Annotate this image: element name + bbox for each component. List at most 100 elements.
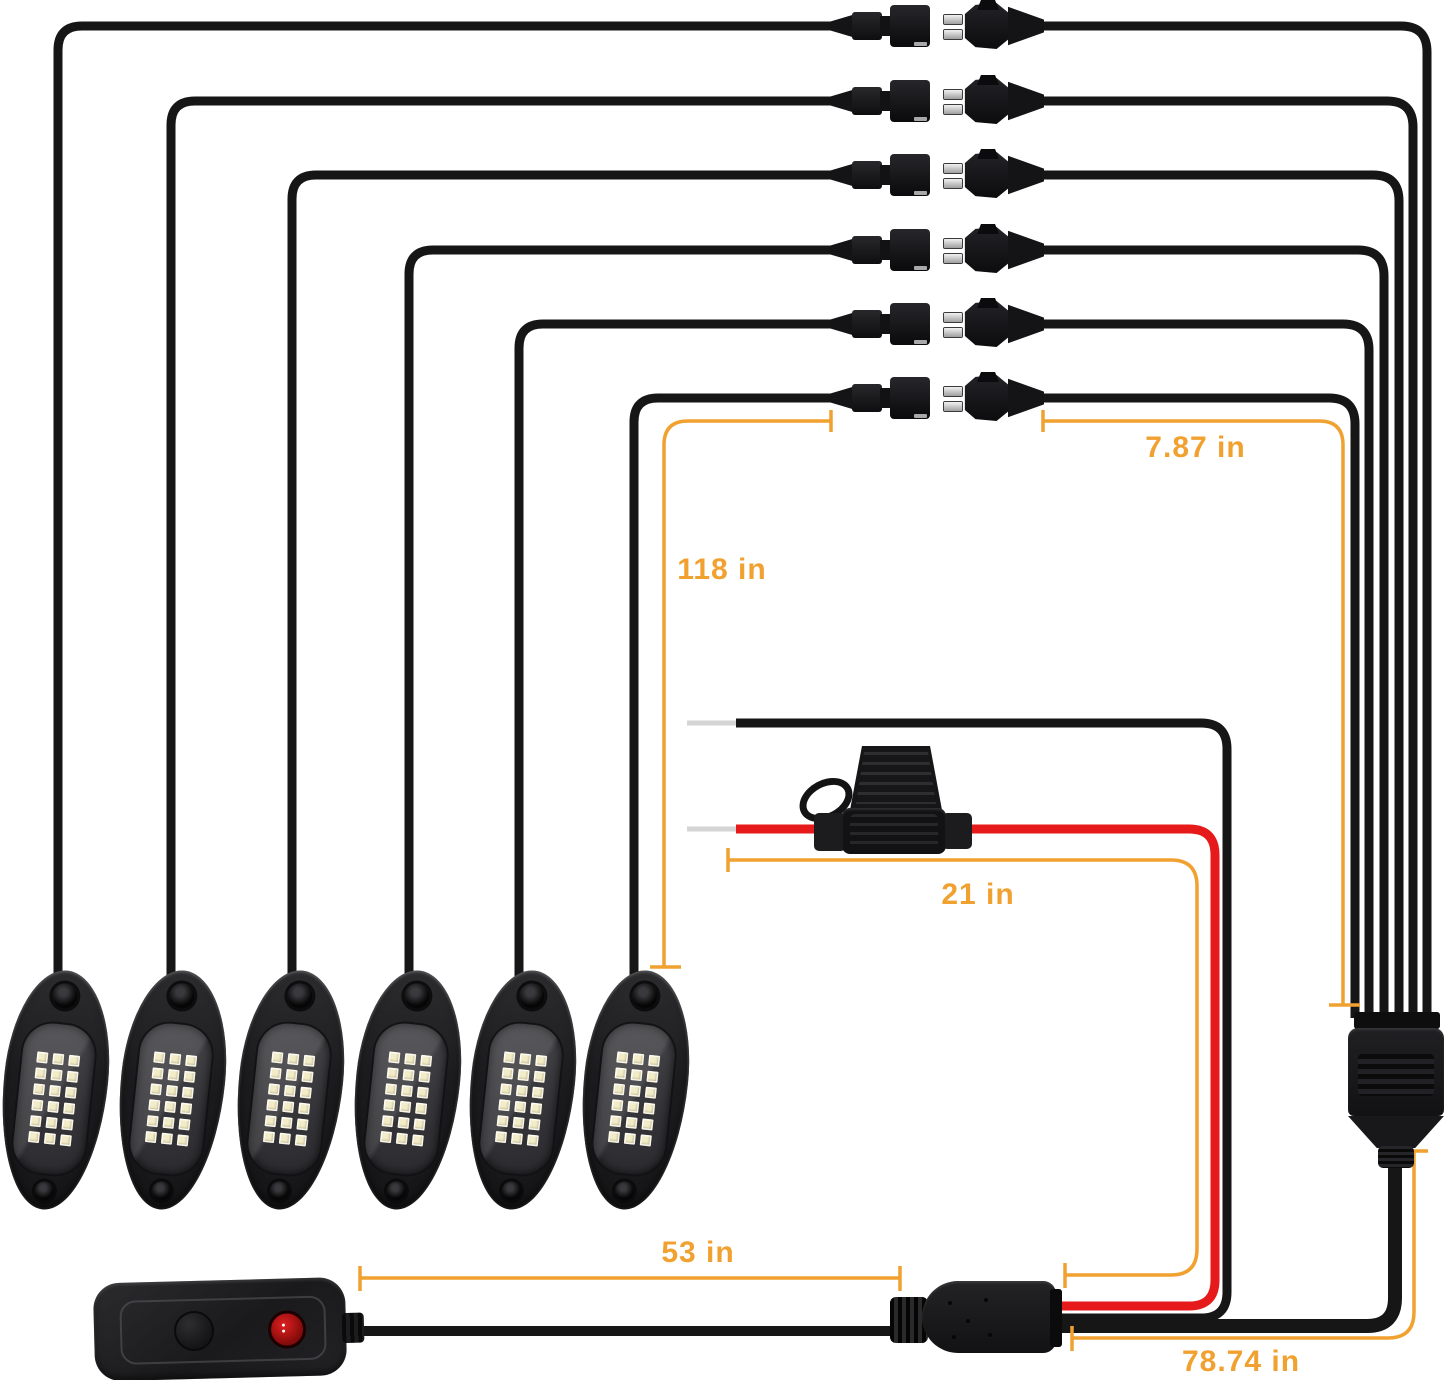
led-chip [413, 1118, 426, 1131]
female-connector-pin [944, 328, 962, 337]
led-chip [517, 1069, 530, 1082]
splitter-input-connector [1354, 1012, 1440, 1029]
male-connector-head [890, 80, 930, 122]
led-chip [641, 1118, 654, 1131]
female-connector-clip [977, 75, 999, 85]
light-wire-6 [629, 393, 832, 990]
led-chip [178, 1118, 191, 1131]
splitter-body-ribs [1358, 1054, 1434, 1096]
main-harness-cable [1058, 1148, 1402, 1333]
female-connector-boot [1008, 230, 1044, 270]
led-chip [68, 1054, 81, 1067]
male-connector-body [852, 12, 882, 40]
led-chip [165, 1084, 178, 1098]
led-chip [299, 1086, 312, 1099]
male-connector-neck [880, 91, 892, 111]
led-chip [397, 1116, 410, 1129]
female-connector-body [964, 78, 1010, 124]
dimension-label-switch-wire: 53 in [661, 1236, 735, 1269]
dimension-line [728, 858, 1199, 1277]
led-chip [27, 1131, 41, 1144]
led-chip [494, 1131, 508, 1144]
female-connector-body [964, 3, 1010, 49]
fuse-end-cap [942, 813, 972, 849]
led-chip [503, 1051, 516, 1064]
female-connector-clip [977, 224, 999, 234]
led-chip [648, 1054, 661, 1067]
led-chip [183, 1070, 196, 1083]
led-lens [127, 1020, 215, 1178]
male-connector-body [852, 161, 882, 189]
led-chip [528, 1118, 541, 1131]
mounting-hole [51, 982, 79, 1010]
led-chip [381, 1115, 394, 1128]
led-chip [416, 1086, 429, 1099]
mounting-hole [631, 982, 659, 1010]
male-connector-latch [914, 266, 927, 270]
fuse-body-ribs [850, 814, 938, 848]
female-connector-boot [1008, 6, 1044, 46]
female-connector-pin [944, 15, 962, 24]
led-chip [644, 1086, 657, 1099]
led-chip [501, 1067, 514, 1080]
led-chip [32, 1083, 46, 1096]
led-chip [162, 1116, 175, 1129]
dimension-label-power-wire: 21 in [941, 878, 1015, 911]
male-connector-boot [830, 386, 854, 410]
dimension-line [662, 419, 831, 966]
led-chip [146, 1115, 159, 1128]
led-chip [298, 1102, 311, 1115]
male-connector-body [852, 310, 882, 338]
led-chip [611, 1099, 624, 1112]
led-chip [294, 1134, 307, 1147]
mounting-hole [500, 1180, 522, 1202]
junction-strain-relief [890, 1297, 928, 1343]
led-chip [287, 1053, 300, 1066]
male-connector-neck [880, 240, 892, 260]
female-connector-pin [944, 164, 962, 173]
led-chip [66, 1070, 79, 1083]
led-chip [153, 1051, 166, 1064]
led-chip [627, 1100, 640, 1113]
female-connector-pin [944, 30, 962, 39]
led-chip [383, 1099, 396, 1112]
led-chip [61, 1118, 74, 1131]
led-chip [34, 1067, 47, 1080]
led-chip [379, 1131, 393, 1144]
female-connector-clip [977, 298, 999, 308]
female-connector-body [964, 227, 1010, 273]
led-chip [185, 1054, 198, 1067]
led-chip [269, 1067, 282, 1080]
mounting-hole [268, 1180, 290, 1202]
led-lens [10, 1020, 98, 1178]
led-chip [400, 1084, 413, 1098]
led-chip [160, 1132, 173, 1145]
led-chip [535, 1054, 548, 1067]
led-chip [612, 1083, 626, 1096]
led-lens [477, 1020, 565, 1178]
led-chip [384, 1083, 398, 1096]
female-connector-pin [944, 254, 962, 263]
led-chip [262, 1131, 276, 1144]
led-chip [267, 1083, 281, 1096]
led-chip [301, 1070, 314, 1083]
led-chip [531, 1086, 544, 1099]
female-connector-pin [944, 105, 962, 114]
led-chip [64, 1086, 77, 1099]
led-chip [533, 1070, 546, 1083]
led-chip [181, 1086, 194, 1099]
led-chip [646, 1070, 659, 1083]
female-connector-body [964, 152, 1010, 198]
led-chip [510, 1132, 523, 1145]
male-connector-neck [880, 16, 892, 36]
led-chip [271, 1051, 284, 1064]
female-connector-clip [977, 149, 999, 159]
led-chip [47, 1100, 60, 1113]
led-chip [52, 1053, 65, 1066]
fuse-cap-ribs [856, 752, 936, 804]
led-chip [628, 1084, 641, 1098]
led-chip [616, 1051, 629, 1064]
led-lens [590, 1020, 678, 1178]
light-wire-5 [514, 319, 832, 990]
